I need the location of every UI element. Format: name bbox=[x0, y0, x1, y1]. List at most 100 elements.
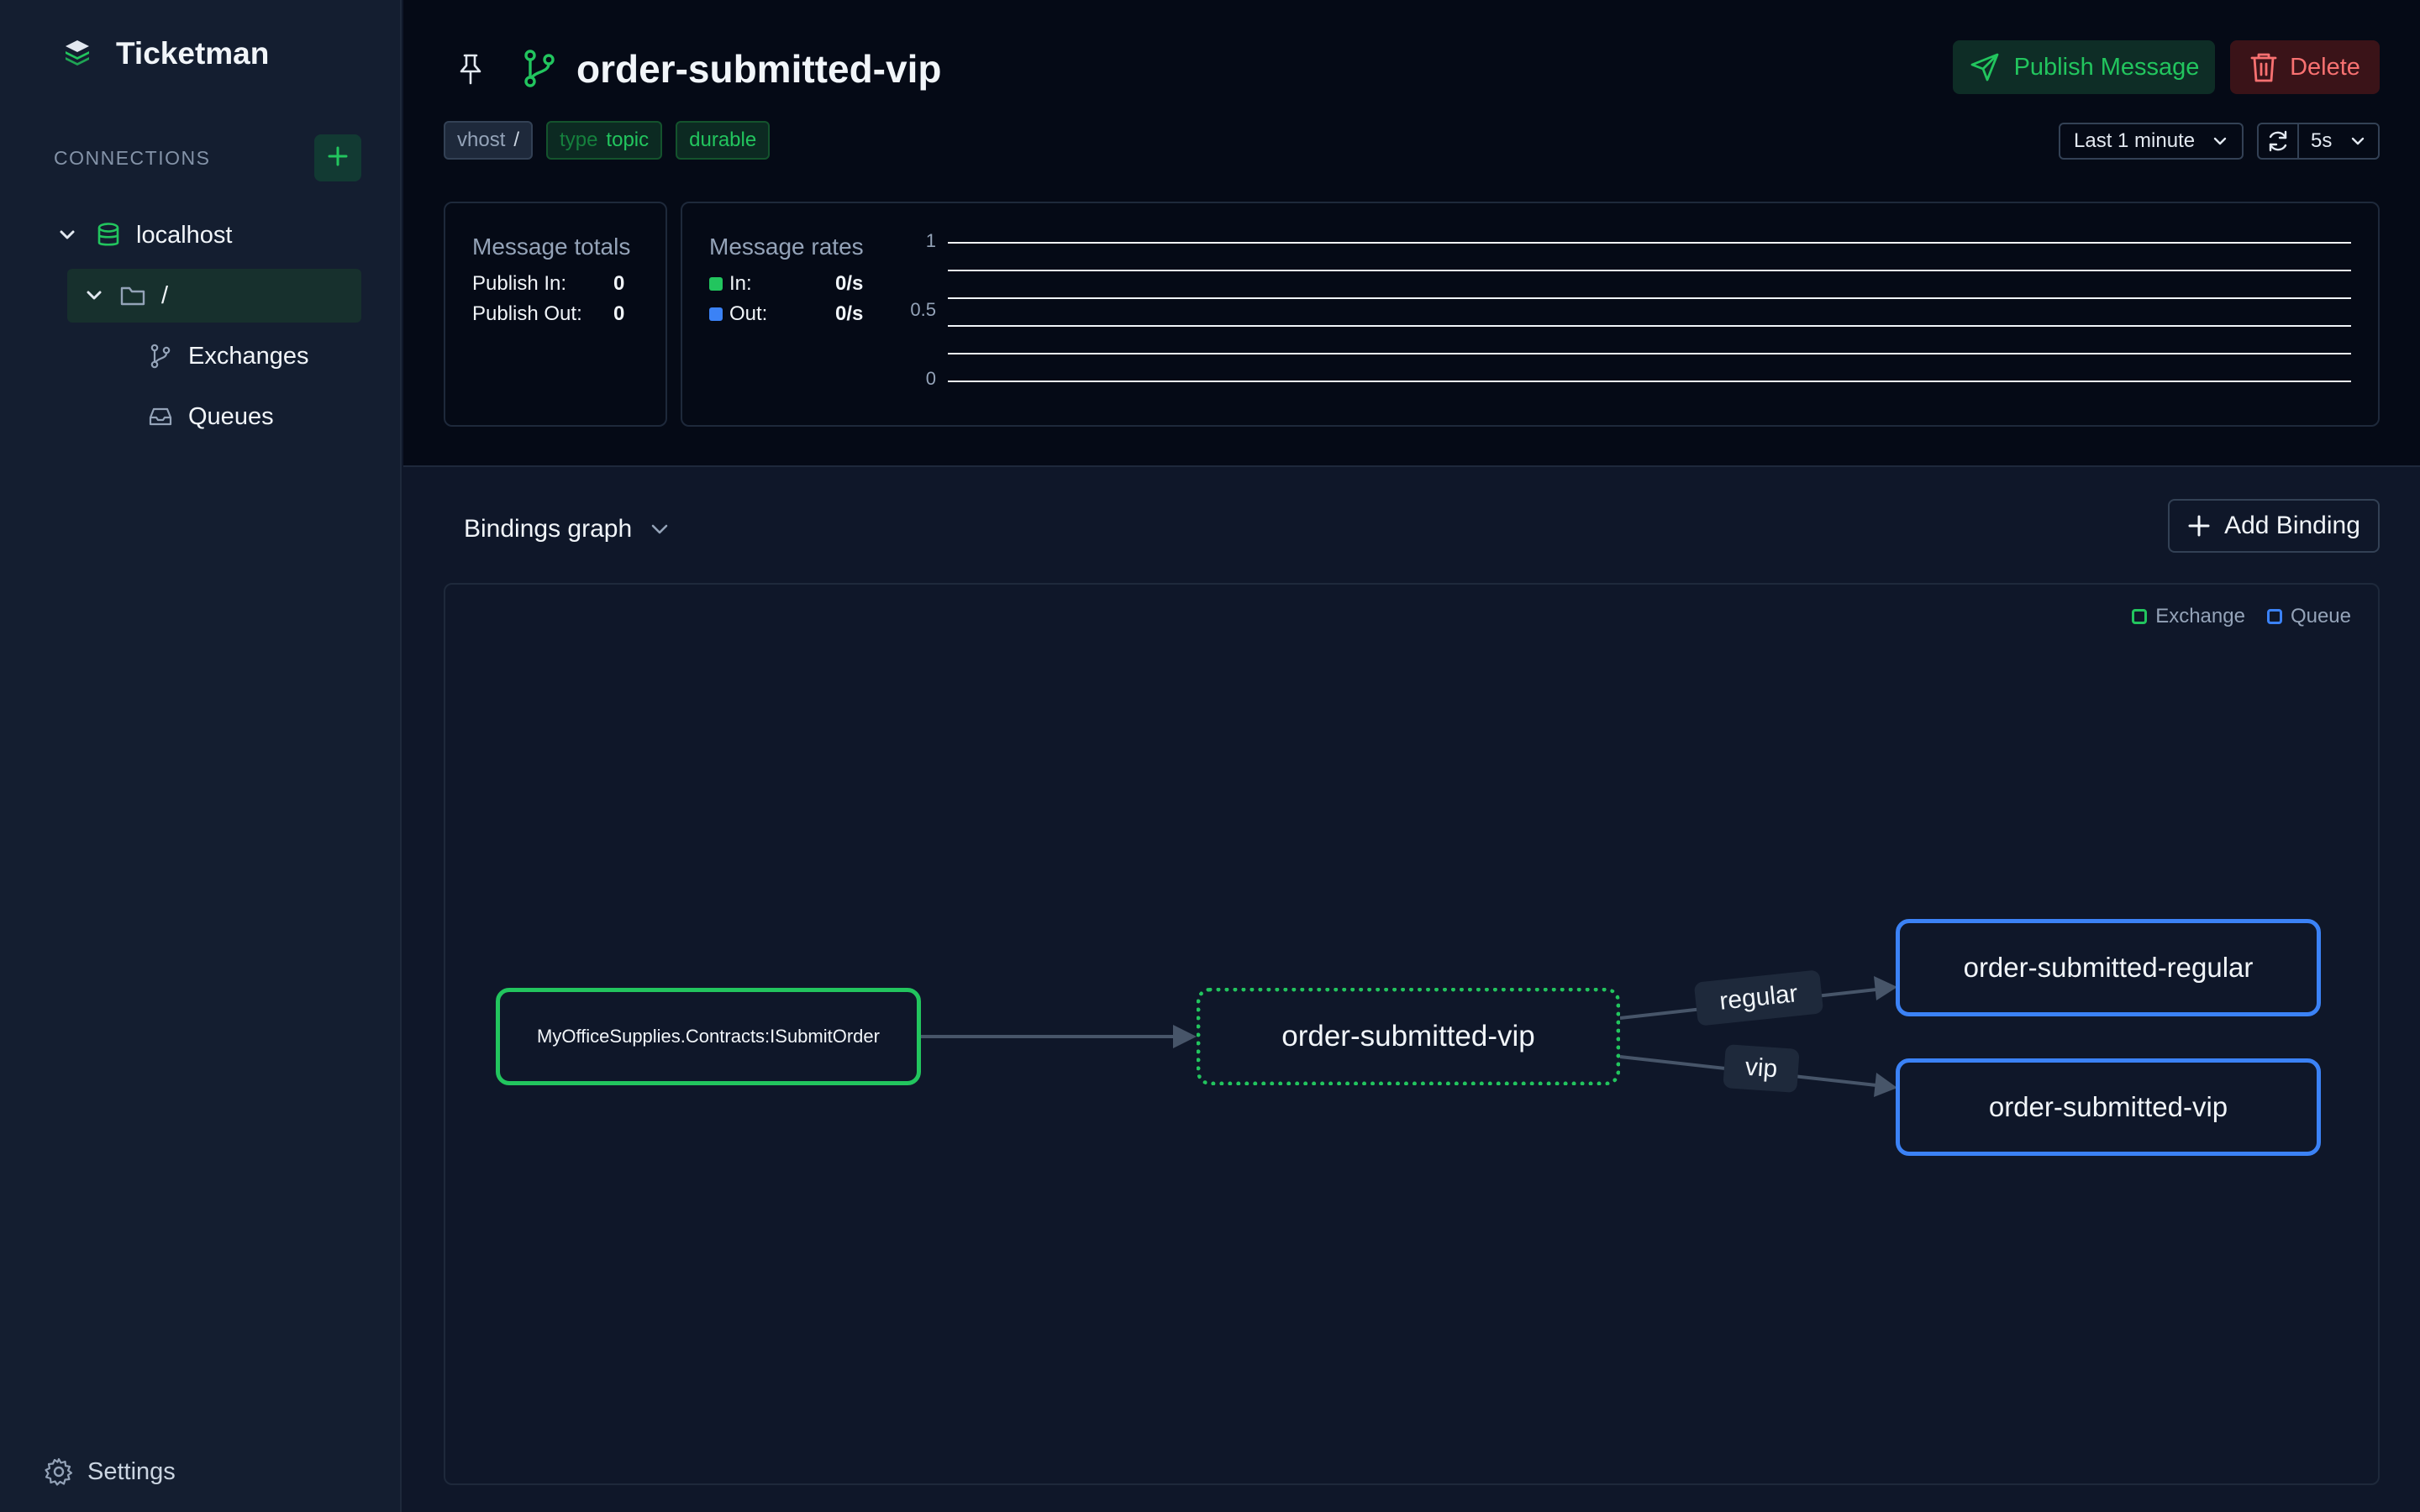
brand-name: Ticketman bbox=[116, 36, 270, 71]
time-range-select[interactable]: Last 1 minute bbox=[2059, 123, 2244, 160]
add-connection-button[interactable] bbox=[314, 134, 361, 181]
publish-out-value: 0 bbox=[613, 302, 625, 325]
database-icon bbox=[96, 222, 121, 249]
queue-node-vip[interactable]: order-submitted-vip bbox=[1896, 1058, 2321, 1156]
add-binding-label: Add Binding bbox=[2224, 512, 2360, 539]
publish-message-button[interactable]: Publish Message bbox=[1953, 40, 2215, 94]
publish-out-label: Publish Out: bbox=[472, 302, 582, 325]
exchange-node-current[interactable]: order-submitted-vip bbox=[1197, 988, 1620, 1085]
rate-in-label: In: bbox=[729, 272, 752, 295]
tree-item-label: Exchanges bbox=[188, 342, 309, 370]
publish-in-label: Publish In: bbox=[472, 272, 567, 295]
plus-icon bbox=[327, 145, 349, 171]
legend-item-queue: Queue bbox=[2266, 605, 2351, 628]
tree-item-exchanges[interactable]: Exchanges bbox=[148, 329, 309, 383]
in-legend-swatch bbox=[709, 277, 723, 291]
delete-label: Delete bbox=[2290, 53, 2360, 81]
chevron-down-icon bbox=[2212, 133, 2228, 150]
add-binding-button[interactable]: Add Binding bbox=[2168, 499, 2380, 553]
exchange-swatch bbox=[2132, 609, 2148, 624]
folder-icon bbox=[119, 284, 146, 307]
grid-line bbox=[948, 297, 2351, 299]
view-select[interactable]: Bindings graph bbox=[464, 509, 671, 549]
layers-logo-icon bbox=[60, 35, 94, 73]
pin-icon[interactable] bbox=[455, 52, 486, 86]
tree-item-vhost[interactable]: / bbox=[67, 269, 361, 323]
grid-line bbox=[948, 270, 2351, 271]
git-branch-icon bbox=[521, 49, 558, 89]
time-range-value: Last 1 minute bbox=[2074, 129, 2196, 152]
send-icon bbox=[1969, 51, 2001, 83]
sidebar: Ticketman CONNECTIONS localhost bbox=[0, 0, 402, 1512]
exchange-header: order-submitted-vip Publish Message Dele… bbox=[403, 0, 2420, 467]
series-baseline bbox=[948, 381, 2351, 382]
brand[interactable]: Ticketman bbox=[60, 32, 269, 76]
publish-message-label: Publish Message bbox=[2013, 53, 2200, 81]
tree-item-localhost[interactable]: localhost bbox=[54, 208, 361, 262]
rate-in-row: In: bbox=[709, 272, 752, 296]
message-totals-panel: Message totals Publish In: 0 Publish Out… bbox=[444, 202, 667, 427]
publish-out-value-row: 0 bbox=[613, 302, 624, 326]
durable-badge: durable bbox=[676, 121, 771, 160]
gear-icon bbox=[44, 1457, 74, 1487]
chevron-down-icon bbox=[2349, 133, 2366, 150]
routing-key-label-vip: vip bbox=[1723, 1043, 1800, 1094]
type-badge-key: type bbox=[560, 129, 598, 151]
out-legend-swatch bbox=[709, 307, 723, 321]
queue-swatch bbox=[2266, 609, 2282, 624]
chevron-down-icon bbox=[649, 518, 671, 540]
publish-in-value: 0 bbox=[613, 272, 625, 295]
tree-item-label: localhost bbox=[136, 221, 233, 249]
publish-in-value-row: 0 bbox=[613, 272, 624, 296]
grid-line bbox=[948, 353, 2351, 354]
rate-in-value: 0/s bbox=[835, 272, 864, 295]
git-branch-icon bbox=[148, 343, 173, 370]
refresh-control: 5s bbox=[2257, 123, 2380, 160]
edge-source-to-center bbox=[921, 1025, 1197, 1048]
refresh-button[interactable] bbox=[2259, 124, 2299, 158]
trash-icon bbox=[2249, 51, 2278, 83]
grid-line bbox=[948, 242, 2351, 244]
message-rates-panel: Message rates In: 0/s Out: 0/s 1 0.5 0 bbox=[681, 202, 2380, 427]
chevron-down-icon[interactable] bbox=[55, 226, 79, 244]
tree-item-label: / bbox=[161, 281, 169, 309]
inbox-icon bbox=[148, 405, 173, 428]
rate-in-value-row: 0/s bbox=[835, 272, 863, 296]
vhost-badge: vhost / bbox=[444, 121, 534, 160]
y-tick-label: 1 bbox=[925, 230, 936, 251]
type-badge: type topic bbox=[546, 121, 663, 160]
type-badge-value: topic bbox=[606, 129, 650, 151]
settings-link[interactable]: Settings bbox=[44, 1448, 176, 1495]
exchange-node-source[interactable]: MyOfficeSupplies.Contracts:ISubmitOrder bbox=[496, 988, 921, 1085]
graph-legend: Exchange Queue bbox=[2132, 605, 2351, 628]
view-select-label: Bindings graph bbox=[464, 515, 633, 543]
chevron-down-icon[interactable] bbox=[82, 286, 106, 305]
delete-button[interactable]: Delete bbox=[2230, 40, 2380, 94]
y-tick-label: 0 bbox=[925, 368, 936, 389]
plus-icon bbox=[2187, 514, 2211, 538]
refresh-interval-value: 5s bbox=[2311, 129, 2333, 152]
tree-item-queues[interactable]: Queues bbox=[148, 390, 274, 444]
legend-label: Exchange bbox=[2155, 605, 2245, 627]
grid-line bbox=[948, 325, 2351, 327]
y-tick-label: 0.5 bbox=[910, 299, 936, 320]
refresh-icon bbox=[2265, 129, 2291, 154]
queue-node-regular[interactable]: order-submitted-regular bbox=[1896, 919, 2321, 1016]
legend-item-exchange: Exchange bbox=[2132, 605, 2245, 628]
bindings-graph[interactable]: Exchange Queue bbox=[444, 583, 2380, 1485]
connections-header: CONNECTIONS bbox=[54, 134, 361, 181]
settings-label: Settings bbox=[87, 1457, 176, 1485]
connections-label: CONNECTIONS bbox=[54, 146, 211, 169]
vhost-badge-value: / bbox=[513, 129, 520, 151]
rate-out-value-row: 0/s bbox=[835, 302, 863, 326]
exchange-badges: vhost / type topic durable bbox=[444, 121, 771, 160]
rate-out-value: 0/s bbox=[835, 302, 864, 325]
title-row: order-submitted-vip bbox=[455, 42, 941, 96]
publish-out-row: Publish Out: bbox=[472, 302, 582, 326]
rate-out-row: Out: bbox=[709, 302, 767, 326]
tree-item-label: Queues bbox=[188, 402, 274, 430]
legend-label: Queue bbox=[2290, 605, 2351, 627]
rate-out-label: Out: bbox=[729, 302, 768, 325]
refresh-interval-select[interactable]: 5s bbox=[2299, 129, 2378, 153]
